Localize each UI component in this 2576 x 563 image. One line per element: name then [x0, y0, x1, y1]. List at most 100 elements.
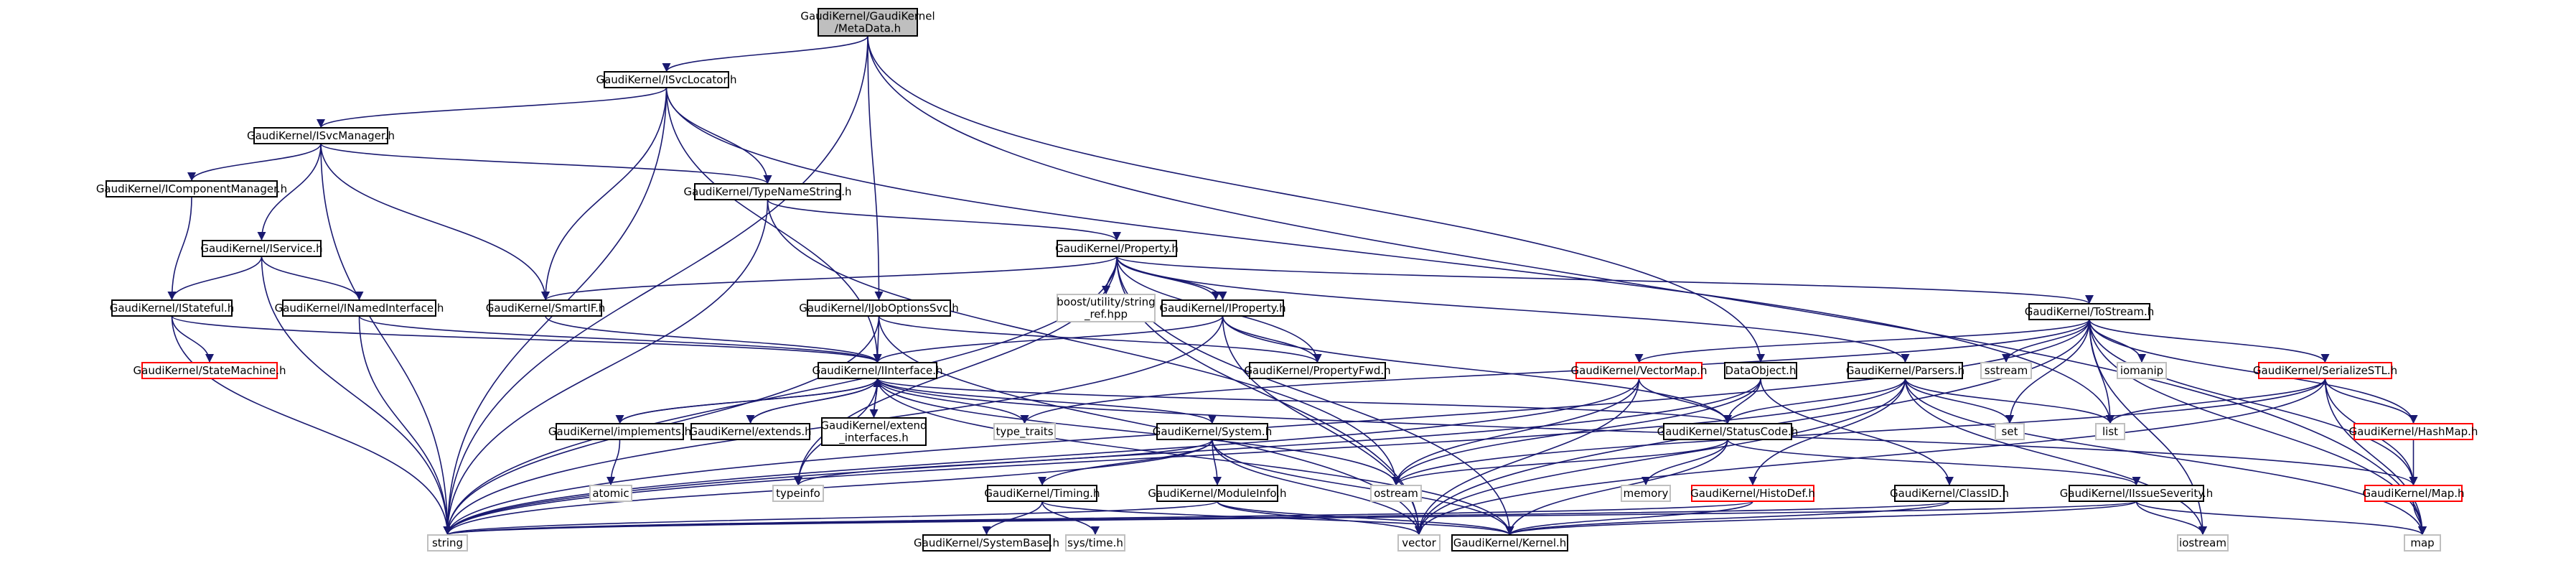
- node-timing[interactable]: GaudiKernel/Timing.h: [984, 485, 1100, 502]
- include-edge-system-to-vector: [1212, 439, 1423, 536]
- node-icomponentmanager[interactable]: GaudiKernel/IComponentManager.h: [96, 180, 287, 197]
- include-edge-isvclocator-to-smartif: [541, 87, 668, 301]
- node-systime[interactable]: sys/time.h: [1065, 534, 1125, 552]
- node-label-systembase: GaudiKernel/SystemBase.h: [914, 536, 1059, 549]
- include-edge-vectormap-to-statuscode: [1638, 378, 1732, 424]
- node-list[interactable]: list: [2095, 423, 2125, 440]
- include-edge-tostream-to-hashmap: [2089, 319, 2418, 424]
- node-label-map: map: [2410, 536, 2434, 549]
- include-edge-statuscode-to-ostream: [1392, 439, 1728, 486]
- include-edge-iproperty-to-iinterface: [873, 315, 1224, 363]
- node-vector[interactable]: vector: [1397, 534, 1441, 552]
- node-boostsplit[interactable]: boost/utility/string_ref.hpp: [1057, 294, 1156, 322]
- include-edge-parsers-to-vector: [1415, 378, 1906, 536]
- include-edge-histodef-to-kernel: [1505, 501, 1753, 536]
- node-iservice[interactable]: GaudiKernel/IService.h: [200, 240, 323, 257]
- node-box-map: [2404, 534, 2441, 552]
- node-label-tostream: GaudiKernel/ToStream.h: [2025, 305, 2155, 318]
- node-typetraits[interactable]: type_traits: [993, 423, 1056, 440]
- include-edge-moduleinfo-to-vector: [1217, 501, 1423, 536]
- node-kernel[interactable]: GaudiKernel/Kernel.h: [1451, 534, 1568, 552]
- node-string[interactable]: string: [427, 534, 468, 552]
- node-map_h[interactable]: GaudiKernel/Map.h: [2362, 485, 2465, 502]
- node-vectormap[interactable]: GaudiKernel/VectorMap.h: [1571, 362, 1708, 379]
- node-dataobject[interactable]: DataObject.h: [1724, 362, 1797, 379]
- node-isvcmanager[interactable]: GaudiKernel/ISvcManager.h: [247, 127, 395, 144]
- include-edge-tostream-to-vectormap: [1634, 319, 2090, 363]
- include-edge-implements-to-atomic: [606, 439, 621, 486]
- node-tostream[interactable]: GaudiKernel/ToStream.h: [2025, 303, 2155, 320]
- node-typeinfo[interactable]: typeinfo: [772, 485, 824, 502]
- node-moduleinfo[interactable]: GaudiKernel/ModuleInfo.h: [1148, 485, 1287, 502]
- node-map[interactable]: map: [2404, 534, 2441, 552]
- node-implements[interactable]: GaudiKernel/implements.h: [548, 423, 691, 440]
- node-extends[interactable]: GaudiKernel/extends.h: [689, 423, 812, 440]
- node-hashmap[interactable]: GaudiKernel/HashMap.h: [2349, 423, 2478, 440]
- node-box-memory: [1621, 485, 1671, 502]
- node-statemachine[interactable]: GaudiKernel/StateMachine.h: [134, 362, 286, 379]
- node-box-inamedinterface: [282, 299, 436, 317]
- node-sstream[interactable]: sstream: [1980, 362, 2032, 379]
- node-label-iomanip: iomanip: [2120, 364, 2163, 377]
- node-label-system: GaudiKernel/System.h: [1153, 425, 1272, 438]
- node-label-iinterface: GaudiKernel/IInterface.h: [812, 364, 942, 377]
- node-box-iomanip: [2117, 362, 2167, 379]
- node-label-isvcmanager: GaudiKernel/ISvcManager.h: [247, 129, 395, 142]
- node-atomic[interactable]: atomic: [589, 485, 632, 502]
- node-parsers[interactable]: GaudiKernel/Parsers.h: [1846, 362, 1964, 379]
- include-edge-serializestl-to-vector: [1415, 378, 2326, 536]
- dependency-edges: [167, 35, 2427, 536]
- node-set[interactable]: set: [1995, 423, 2025, 440]
- include-edge-parsers-to-statuscode: [1723, 378, 1906, 424]
- include-edge-metadata-to-ijoboptionssvc: [867, 35, 884, 301]
- include-edge-inamedinterface-to-string: [358, 315, 452, 536]
- node-serializestl[interactable]: GaudiKernel/SerializeSTL.h: [2253, 362, 2397, 379]
- node-issueseverity[interactable]: GaudiKernel/IIssueSeverity.h: [2060, 485, 2214, 502]
- node-metadata[interactable]: GaudiKernel/GaudiKernel/MetaData.h: [800, 8, 935, 37]
- node-label-metadata-line-0: GaudiKernel/GaudiKernel: [800, 10, 935, 23]
- node-label-list: list: [2102, 425, 2118, 438]
- include-edge-inamedinterface-to-iinterface: [358, 315, 882, 363]
- node-typenamestring[interactable]: GaudiKernel/TypeNameString.h: [684, 183, 852, 200]
- include-edge-isvcmanager-to-iservice: [257, 143, 322, 241]
- node-statuscode[interactable]: GaudiKernel/StatusCode.h: [1657, 423, 1799, 440]
- node-label-metadata-line-1: /MetaData.h: [835, 22, 901, 35]
- node-propertyfwd[interactable]: GaudiKernel/PropertyFwd.h: [1244, 362, 1391, 379]
- node-label-statemachine: GaudiKernel/StateMachine.h: [134, 364, 286, 377]
- include-edge-isvclocator-to-isvcmanager: [317, 87, 668, 129]
- node-ijoboptionssvc[interactable]: GaudiKernel/IJobOptionsSvc.h: [799, 299, 959, 317]
- node-inamedinterface[interactable]: GaudiKernel/INamedInterface.h: [275, 299, 444, 317]
- include-edge-istateful-to-string: [171, 315, 452, 536]
- include-edge-implements-to-iinterface: [619, 378, 882, 424]
- node-label-typeinfo: typeinfo: [776, 487, 820, 500]
- node-istateful[interactable]: GaudiKernel/IStateful.h: [110, 299, 235, 317]
- node-iostream[interactable]: iostream: [2177, 534, 2229, 552]
- node-box-set: [1995, 423, 2025, 440]
- node-box-system: [1156, 423, 1268, 440]
- node-label-isvclocator: GaudiKernel/ISvcLocator.h: [596, 73, 736, 86]
- node-iproperty[interactable]: GaudiKernel/IProperty.h: [1159, 299, 1286, 317]
- node-classid[interactable]: GaudiKernel/ClassID.h: [1890, 485, 2009, 502]
- node-ostream[interactable]: ostream: [1370, 485, 1422, 502]
- node-iomanip[interactable]: iomanip: [2117, 362, 2167, 379]
- node-smartif[interactable]: GaudiKernel/SmartIF.h: [486, 299, 605, 317]
- include-edge-iinterface-to-statuscode: [876, 378, 1732, 424]
- node-histodef[interactable]: GaudiKernel/HistoDef.h: [1690, 485, 1815, 502]
- node-label-extendinterfaces-line-0: GaudiKernel/extend: [820, 419, 927, 432]
- node-box-smartif: [489, 299, 602, 317]
- include-edge-iinterface-to-map_h: [876, 378, 2418, 486]
- node-isvclocator[interactable]: GaudiKernel/ISvcLocator.h: [596, 71, 737, 88]
- node-property[interactable]: GaudiKernel/Property.h: [1055, 240, 1179, 257]
- node-systembase[interactable]: GaudiKernel/SystemBase.h: [914, 534, 1059, 552]
- node-extendinterfaces[interactable]: GaudiKernel/extend_interfaces.h: [820, 417, 927, 446]
- include-edge-extends-to-iinterface: [749, 378, 882, 424]
- node-box-list: [2095, 423, 2125, 440]
- include-edge-isvcmanager-to-icomponentmanager: [187, 143, 322, 182]
- include-edge-istateful-to-iinterface: [171, 315, 882, 363]
- include-edge-issueseverity-to-kernel: [1505, 501, 2137, 536]
- node-box-extendinterfaces: [821, 417, 927, 446]
- node-iinterface[interactable]: GaudiKernel/IInterface.h: [812, 362, 943, 379]
- node-memory[interactable]: memory: [1621, 485, 1671, 502]
- node-system[interactable]: GaudiKernel/System.h: [1153, 423, 1272, 440]
- include-edge-dataobject-to-ostream: [1392, 378, 1761, 486]
